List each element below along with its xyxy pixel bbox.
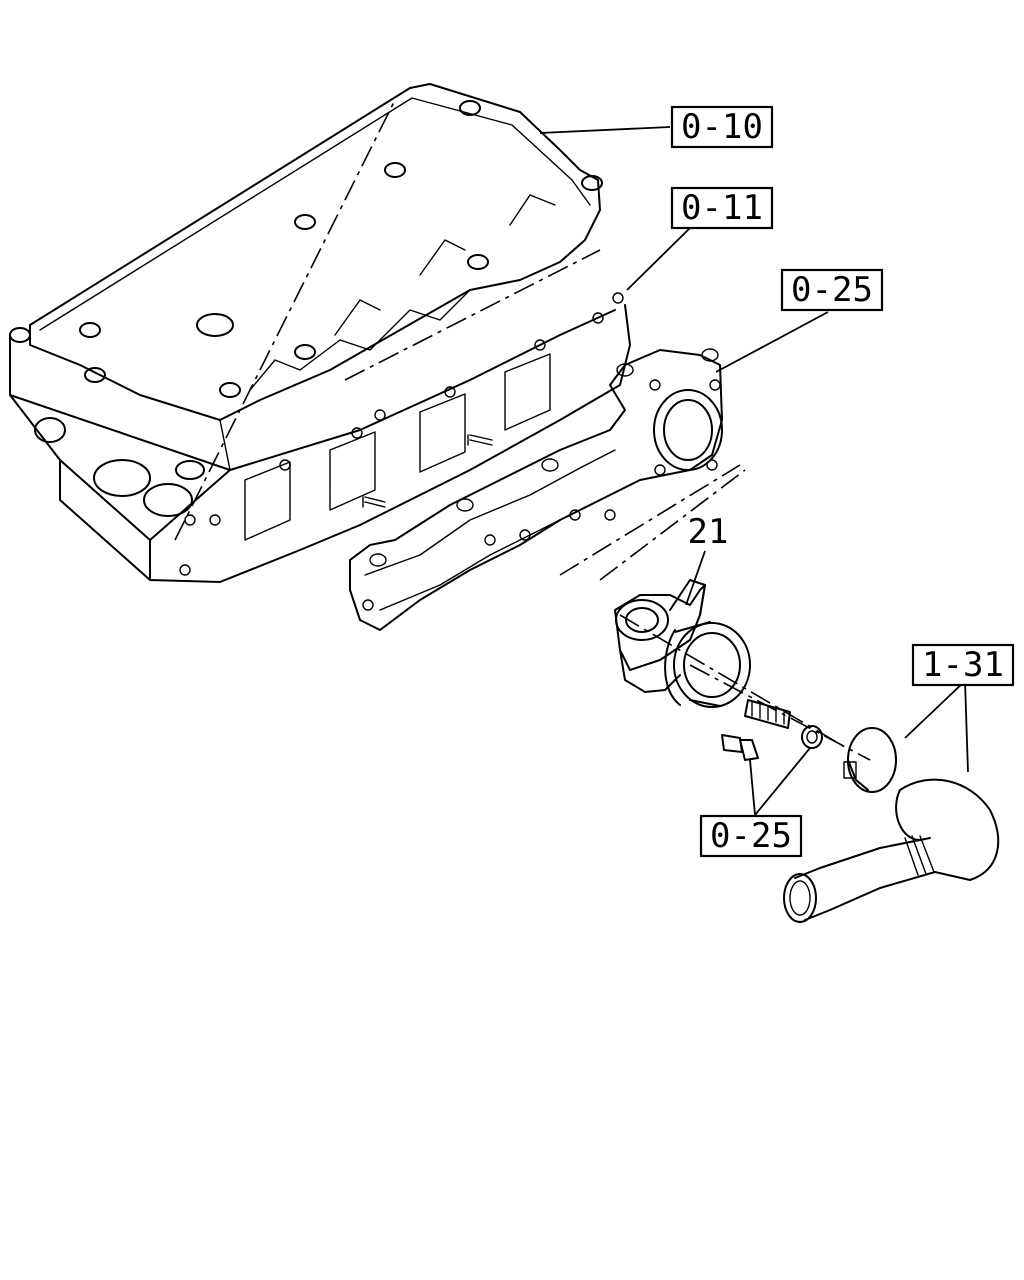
intake-hose-drawing: [783, 727, 1000, 923]
callout-label: 0-25: [791, 270, 873, 310]
callout-valve[interactable]: 21: [688, 512, 729, 552]
callout-manifold[interactable]: 0-25: [780, 268, 884, 312]
callout-label: 1-31: [922, 645, 1004, 685]
callout-label: 0-10: [681, 107, 763, 147]
callout-label: 0-25: [710, 816, 792, 856]
callout-fasteners[interactable]: 0-25: [699, 814, 803, 858]
intake-manifold-drawing: [349, 348, 723, 631]
valve-assembly-drawing: [614, 579, 751, 708]
callout-label: 0-11: [681, 188, 763, 228]
bolts-and-nut-drawing: [721, 699, 823, 761]
center-lines: [174, 99, 871, 761]
callout-hose[interactable]: 1-31: [911, 643, 1015, 687]
callout-label: 21: [688, 512, 729, 552]
callout-gasket[interactable]: 0-11: [670, 186, 774, 230]
leader-lines: [539, 126, 969, 816]
cylinder-head-drawing: [9, 83, 631, 583]
callout-cylinder-head[interactable]: 0-10: [670, 105, 774, 149]
